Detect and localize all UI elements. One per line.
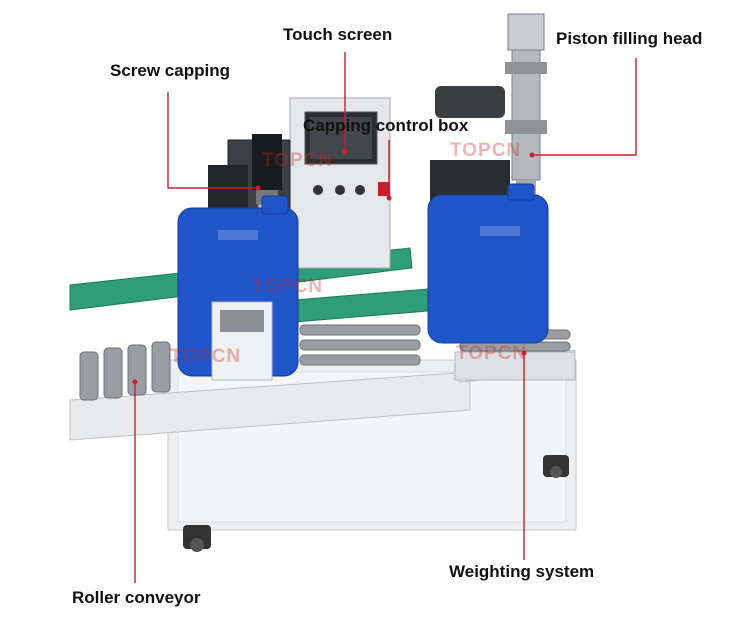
piston-filling-head-label: Piston filling head <box>556 29 703 48</box>
watermark-1: TOPCN <box>262 150 334 171</box>
jerrycan-right <box>427 183 549 344</box>
weighting-system-label: Weighting system <box>449 562 595 581</box>
leader-lines <box>134 52 637 583</box>
leader-dots <box>132 149 535 385</box>
leader-screw-capping <box>167 92 258 189</box>
screw-capping-label: Screw capping <box>110 61 230 80</box>
roller-conveyor-label: Roller conveyor <box>72 588 201 607</box>
touch-screen-label: Touch screen <box>283 25 393 44</box>
conveyor-frame <box>69 349 576 441</box>
leader-piston-filling-head <box>532 58 637 156</box>
control-box <box>289 97 391 269</box>
watermark-5: TOPCN <box>456 343 528 364</box>
capping-control-box-label: Capping control box <box>303 116 469 135</box>
watermark-2: TOPCN <box>450 140 522 161</box>
watermark-4: TOPCN <box>170 346 242 367</box>
watermark-3: TOPCN <box>252 276 324 297</box>
sensor-bracket <box>211 301 273 381</box>
